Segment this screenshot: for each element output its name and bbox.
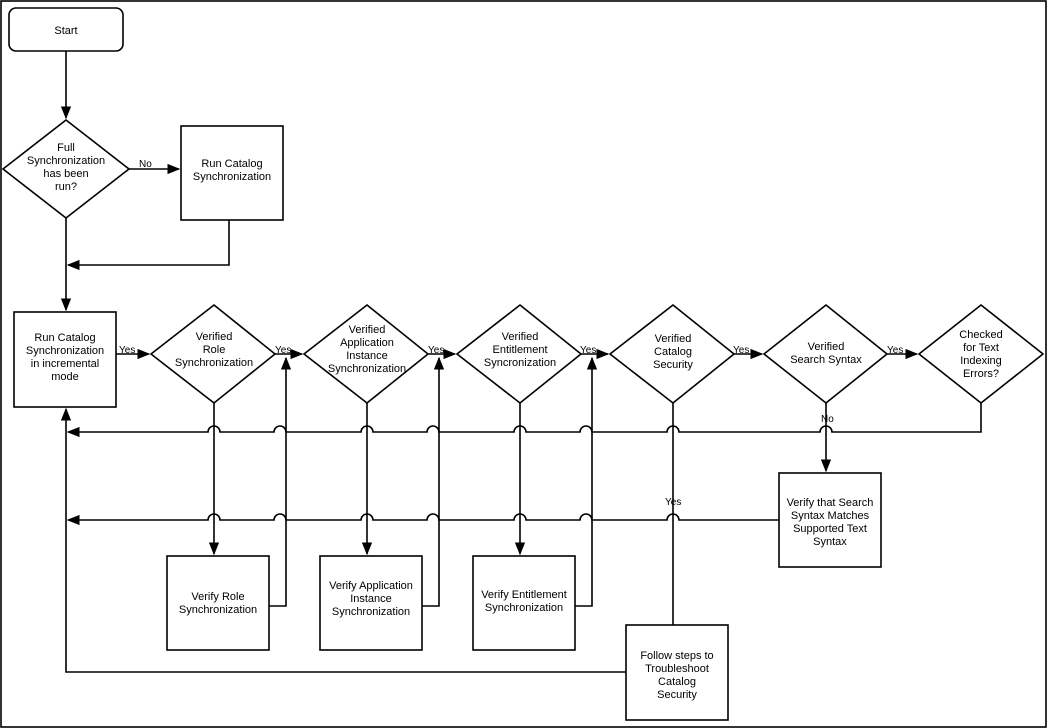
edge-label-yes-app: Yes <box>428 345 444 356</box>
text-line: Role <box>203 344 226 356</box>
text-line: Checked <box>959 329 1002 341</box>
text-line: Search Syntax <box>790 354 862 366</box>
verify-app-instance-sync-box[interactable] <box>319 555 423 651</box>
text-line: Synchronization <box>175 357 253 369</box>
edge-labels: No Yes Yes Yes Yes Yes Yes No Yes <box>119 159 903 508</box>
text-line: Verified <box>196 331 233 343</box>
text-line: Synchronization <box>485 602 563 614</box>
verify-search-syntax-box[interactable] <box>778 472 882 568</box>
text-line: mode <box>51 371 79 383</box>
text-line: Syntax <box>813 536 847 548</box>
troubleshoot-catalog-security-box[interactable] <box>625 624 729 721</box>
edge-label-no-search: No <box>821 414 834 425</box>
text-line: run? <box>55 181 77 193</box>
text-line: Synchronization <box>26 345 104 357</box>
edge-verify-entitlement-up <box>575 356 598 607</box>
edge-label-yes-catalog-down: Yes <box>665 497 681 508</box>
verify-entitlement-sync-box[interactable] <box>472 555 576 651</box>
text-line: Troubleshoot <box>645 663 709 675</box>
text-line: Catalog <box>658 676 696 688</box>
text-line: Security <box>657 689 697 701</box>
text-line: Supported Text <box>793 523 867 535</box>
edge-run-sync-return <box>66 220 230 271</box>
text-line: Synchronization <box>193 171 271 183</box>
text-line: Verified <box>349 324 386 336</box>
text-line: Syntax Matches <box>791 510 870 522</box>
text-line: Instance <box>350 593 392 605</box>
edge-label-yes-entitlement: Yes <box>580 345 596 356</box>
text-line: Verify Entitlement <box>481 589 567 601</box>
edge-label-yes-incremental: Yes <box>119 345 135 356</box>
text-line: Synchronization <box>328 363 406 375</box>
edge-indexing-return <box>66 403 982 438</box>
edge-verify-role-up <box>269 356 292 607</box>
text-line: in incremental <box>31 358 99 370</box>
text-line: Verified <box>502 331 539 343</box>
text-line: Instance <box>346 350 388 362</box>
text-line: Indexing <box>960 355 1002 367</box>
edge-label-yes-catalog: Yes <box>733 345 749 356</box>
text-line: Follow steps to <box>640 650 713 662</box>
text-line: Full <box>57 142 75 154</box>
edge-verify-app-up <box>422 356 445 607</box>
run-incremental-box[interactable] <box>13 311 117 408</box>
text-line: Verify Application <box>329 580 413 592</box>
text-line: Syncronization <box>484 357 556 369</box>
edge-label-yes-role: Yes <box>275 345 291 356</box>
edge-label-yes-search: Yes <box>887 345 903 356</box>
edge-troubleshoot-return <box>60 407 626 673</box>
text-line: Verify Role <box>191 591 244 603</box>
text-line: Run Catalog <box>201 158 262 170</box>
text-line: Synchronization <box>27 155 105 167</box>
text-line: Run Catalog <box>34 332 95 344</box>
text-line: Security <box>653 359 693 371</box>
start-label: Start <box>54 25 77 37</box>
text-line: Entitlement <box>492 344 547 356</box>
text-line: Catalog <box>654 346 692 358</box>
text-line: has been <box>43 168 88 180</box>
text-line: Synchronization <box>332 606 410 618</box>
text-line: Errors? <box>963 368 999 380</box>
text-line: Verify that Search <box>787 497 874 509</box>
text-line: Verified <box>655 333 692 345</box>
text-line: Synchronization <box>179 604 257 616</box>
verify-role-sync-box[interactable] <box>166 555 270 651</box>
run-catalog-sync-box[interactable] <box>180 125 284 221</box>
text-line: Verified <box>808 341 845 353</box>
text-line: for Text <box>963 342 999 354</box>
checked-text-indexing-decision[interactable] <box>917 303 1045 405</box>
text-line: Application <box>340 337 394 349</box>
edge-label-no-full-sync: No <box>139 159 152 170</box>
